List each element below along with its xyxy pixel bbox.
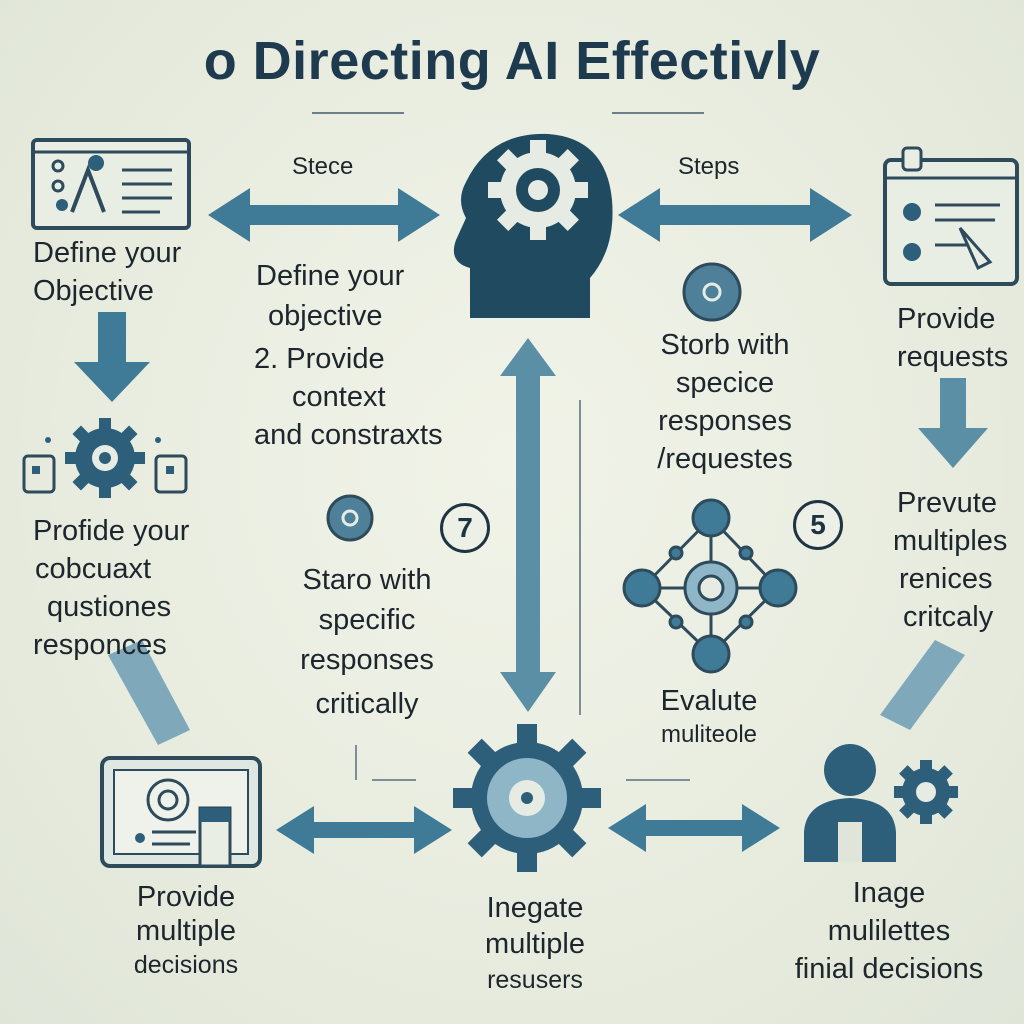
right-down-arrow	[918, 378, 988, 468]
steps-label-right: Steps	[678, 153, 740, 180]
steps-label-left: Stece	[292, 153, 354, 180]
label-mid-left: Profide your cobcuaxt qustiones responce…	[33, 515, 190, 661]
label-bottom-left: Provide multiple decisions	[133, 881, 239, 979]
head-gear-icon	[453, 133, 613, 318]
label-mid-right: Prevute multiples renices critcaly	[893, 487, 1008, 633]
step-number-5: 5	[793, 500, 843, 550]
label-center-mid: Staro with specific responses critically	[300, 564, 434, 720]
center-vertical-double-arrow	[500, 338, 556, 712]
label-bottom-right: Inage mulilettes finial decisions	[794, 877, 984, 985]
label-top-right: Provide requests	[897, 303, 1009, 373]
right-diagonal-connector	[880, 640, 965, 730]
title-underline-right	[612, 112, 704, 114]
page-title: o Directing AI Effectivly	[203, 31, 821, 91]
label-right-top-mid: Storb with specice responses /requestes	[657, 329, 793, 475]
bottom-left-double-arrow	[276, 806, 452, 854]
left-diagonal-connector	[108, 640, 190, 745]
left-down-arrow	[74, 312, 150, 402]
label-center-list: 2. Provide context and constraxts	[254, 343, 443, 451]
label-center-top: Define your objective	[256, 260, 405, 332]
step-number-7: 7	[440, 503, 490, 553]
label-bottom-center: Inegate multiple resusers	[485, 892, 585, 994]
monitor-icon	[100, 756, 262, 868]
network-hub-icon	[622, 498, 798, 674]
top-right-double-arrow	[618, 188, 852, 242]
label-evaluate: Evalute muliteole	[660, 685, 758, 748]
target-circle-icon	[682, 262, 742, 322]
center-target-icon	[326, 494, 374, 542]
gear-cluster-icon	[22, 418, 188, 498]
label-top-left: Define your Objective	[33, 237, 182, 307]
checklist-window-icon	[31, 138, 191, 230]
faint-guide-lines	[355, 400, 690, 781]
title-underline-left	[312, 112, 404, 114]
request-window-icon	[883, 146, 1019, 286]
person-gear-icon	[804, 744, 958, 862]
top-left-double-arrow	[208, 188, 440, 242]
bottom-right-double-arrow	[608, 804, 780, 852]
large-gear-icon	[453, 724, 601, 872]
